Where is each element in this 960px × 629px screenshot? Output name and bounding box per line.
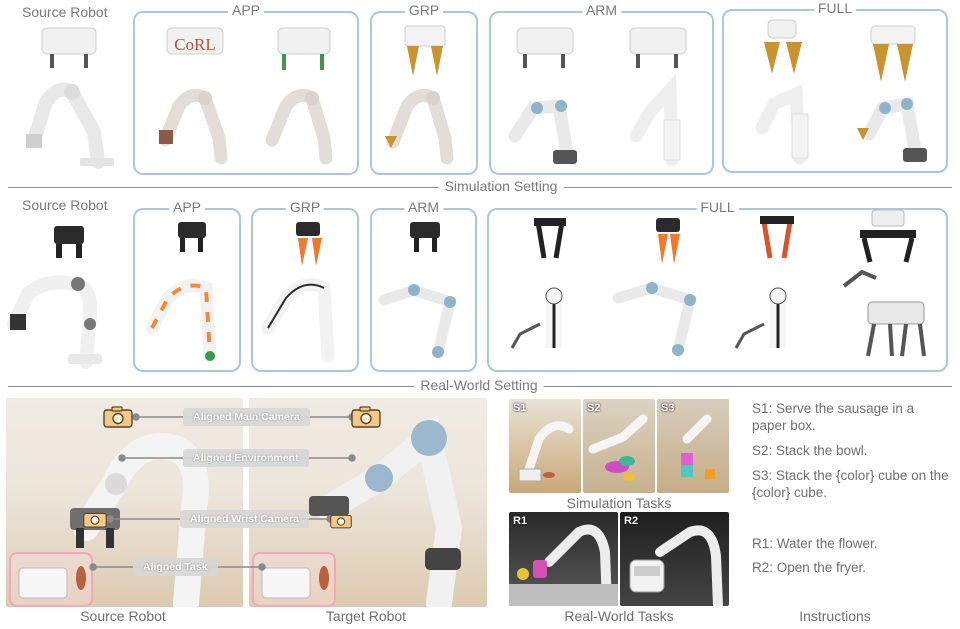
instruction-r2: R2: Open the fryer. (752, 560, 867, 575)
instruction-s1: S1: Serve the sausage in a paper box. (752, 401, 915, 433)
target-task-highlight (252, 552, 336, 607)
sim-task-s1-badge: S1 (513, 402, 527, 414)
target-robot-render (309, 414, 463, 607)
sim-app-robot-1: CoRL (158, 27, 228, 165)
real-full-robot-4 (842, 209, 926, 357)
sim-app-robot-2 (265, 27, 333, 165)
real-full-title: FULL (696, 199, 739, 215)
real-task-r1-thumb: R1 (509, 512, 618, 606)
real-full-robot-3 (734, 216, 794, 349)
real-full-robot-2 (612, 218, 697, 356)
real-divider-label: Real-World Setting (414, 377, 544, 393)
target-wrist-camera-icon (330, 514, 352, 529)
real-source-label: Source Robot (22, 197, 108, 213)
real-grp-title: GRP (285, 199, 325, 215)
target-robot-caption: Target Robot (325, 608, 407, 624)
sim-arm-robot-1 (508, 27, 577, 164)
aligned-wrist-camera-label: Aligned Wrist Camera (180, 510, 309, 528)
sim-task-s3-thumb: S3 (657, 399, 729, 493)
source-robot-caption: Source Robot (80, 608, 166, 624)
sim-task-s2-thumb: S2 (583, 399, 655, 493)
aligned-task-label: Aligned Task (133, 558, 218, 576)
sim-arm-robot-2 (629, 27, 687, 167)
sim-source-robot-illustration (26, 27, 114, 169)
sim-arm-title: ARM (581, 2, 622, 18)
target-main-camera-icon (351, 406, 381, 428)
real-app-title: APP (168, 199, 206, 215)
sim-source-label: Source Robot (22, 4, 108, 20)
aligned-main-camera-label: Aligned Main Camera (183, 408, 310, 426)
real-task-r2-thumb: R2 (620, 512, 729, 606)
source-robot-scene (6, 398, 243, 607)
real-arm-title: ARM (403, 199, 444, 215)
real-source-robot-illustration (7, 226, 102, 369)
alignment-connectors (89, 413, 356, 571)
sim-task-s2-badge: S2 (587, 402, 601, 414)
aligned-environment-label: Aligned Environment (183, 449, 309, 467)
real-task-r2-badge: R2 (624, 515, 639, 527)
source-robot-render (70, 433, 209, 607)
corl-logo-text: CoRL (174, 35, 216, 54)
sim-divider-label: Simulation Setting (438, 178, 564, 194)
scene-separator (243, 398, 249, 607)
instruction-s2: S2: Stack the bowl. (752, 443, 868, 458)
source-task-highlight (9, 552, 93, 607)
real-task-r1-badge: R1 (513, 515, 528, 527)
real-tasks-caption: Real-World Tasks (564, 608, 674, 624)
sim-full-robot-1 (755, 19, 809, 165)
sim-tasks-caption: Simulation Tasks (566, 495, 672, 511)
sim-full-title: FULL (813, 0, 857, 16)
sim-grp-robot (385, 25, 454, 165)
sim-task-s1-thumb: S1 (509, 399, 581, 493)
real-app-robot (145, 222, 217, 363)
source-wrist-camera-icon (83, 512, 107, 528)
real-arm-robot (378, 222, 457, 358)
sim-full-robot-2 (857, 25, 927, 162)
sim-grp-title: GRP (404, 2, 444, 18)
instruction-r1: R1: Water the flower. (752, 536, 878, 551)
instruction-s3: S3: Stack the {color} cube on the {color… (752, 468, 949, 500)
sim-app-title: APP (227, 2, 265, 18)
source-main-camera-icon (103, 406, 133, 428)
instructions-caption: Instructions (799, 608, 871, 624)
real-full-robot-1 (510, 218, 566, 349)
sim-task-s3-badge: S3 (661, 402, 675, 414)
real-grp-robot (261, 222, 335, 363)
